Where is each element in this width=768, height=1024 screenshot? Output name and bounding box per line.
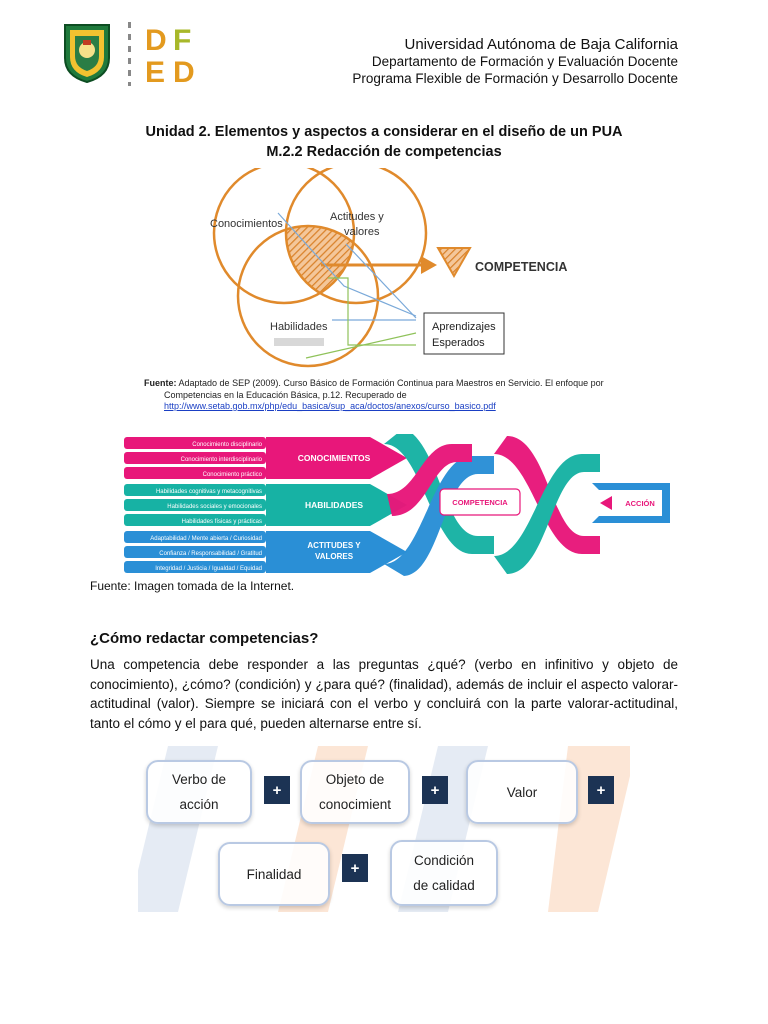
venn-circle-habilidades — [236, 224, 380, 368]
uabc-logo — [64, 24, 110, 84]
band-row-label: Confianza / Responsabilidad / Gratitud — [159, 551, 262, 557]
program-name: Programa Flexible de Formación y Desarro… — [352, 71, 678, 86]
plus-sign-3: + — [588, 776, 614, 804]
box-objeto-line2: conocimient — [318, 797, 392, 812]
page-header: D F E D Universidad Autónoma de Baja Cal… — [0, 0, 768, 100]
aprendizajes-line1: Aprendizajes — [432, 321, 496, 333]
band-row-label: Habilidades sociales y emocionales — [167, 504, 262, 510]
department-name: Departamento de Formación y Evaluación D… — [371, 54, 678, 69]
band-row-label: Adaptabilidad / Mente abierta / Curiosid… — [150, 536, 262, 542]
band-row-bar — [124, 561, 266, 573]
unit-title-line1: Unidad 2. Elementos y aspectos a conside… — [145, 124, 623, 140]
box-valor: Valor — [466, 760, 578, 824]
connector-green-2 — [305, 332, 417, 359]
plus-sign-2: + — [422, 776, 448, 804]
box-verbo-line2: acción — [179, 797, 219, 812]
venn-label-valores: valores — [344, 226, 380, 238]
band-row-bar — [124, 514, 266, 526]
competencia-venn-diagram: COMPETENCIA Conocimientos Actitudes y va… — [210, 168, 567, 368]
connector-conocimientos — [277, 212, 417, 317]
dfed-letter-d2: D — [173, 56, 195, 88]
connector-green — [328, 277, 416, 346]
band-row-bar — [124, 531, 266, 543]
source-link[interactable]: http://www.setab.gob.mx/php/edu_basica/s… — [164, 401, 496, 411]
box-verbo-line1: Verbo de — [171, 772, 227, 787]
band-label-conocimientos: CONOCIMIENTOS — [298, 453, 371, 463]
accion-arrow-icon — [600, 496, 612, 510]
plus-sign-1: + — [264, 776, 290, 804]
band-label-valores: VALORES — [315, 552, 354, 561]
box-condicion-line2: de calidad — [413, 878, 475, 893]
band-row-label: Conocimiento interdisciplinario — [181, 457, 263, 463]
dfed-logo: D F E D — [145, 24, 195, 88]
box-verbo-accion: Verbo de acción — [146, 760, 252, 824]
box-finalidad: Finalidad — [218, 842, 330, 906]
venn-label-actitudes: Actitudes y — [330, 211, 384, 223]
competencia-braid-diagram: Conocimiento disciplinario Conocimiento … — [124, 434, 670, 576]
band-row-label: Conocimiento práctico — [203, 472, 263, 478]
source-citation-2: Fuente: Imagen tomada de la Internet. — [90, 579, 295, 593]
band-row-bar — [124, 452, 266, 464]
unit-title: Unidad 2. Elementos y aspectos a conside… — [0, 122, 768, 162]
aprendizajes-box — [423, 312, 505, 355]
band-row-label: Conocimiento disciplinario — [192, 442, 262, 448]
plus-sign-4: + — [342, 854, 368, 882]
competencia-shield-icon — [436, 247, 472, 279]
band-accion-inner — [598, 490, 662, 516]
band-group-conocimientos — [266, 437, 407, 479]
source-citation-1: Fuente: Adaptado de SEP (2009). Curso Bá… — [144, 378, 624, 413]
band-competencia-label: COMPETENCIA — [452, 498, 508, 507]
box-condicion-calidad: Condición de calidad — [390, 840, 498, 906]
box-valor-label: Valor — [506, 784, 538, 800]
band-label-habilidades: HABILIDADES — [305, 500, 363, 510]
band-row-label: Integridad / Justicia / Igualdad / Equid… — [155, 566, 262, 572]
band-row-bar — [124, 499, 266, 511]
band-group-actitudes — [266, 531, 407, 573]
section-title: ¿Cómo redactar competencias? — [90, 630, 319, 647]
source-label: Fuente: — [144, 378, 177, 388]
box-objeto-conocimiento: Objeto de conocimient — [300, 760, 410, 824]
venn-circle-conocimientos — [212, 168, 356, 305]
box-condicion-line1: Condición — [413, 853, 475, 868]
venn-result-label: COMPETENCIA — [475, 260, 567, 274]
dfed-letter-d: D — [145, 24, 167, 57]
competencia-formula: Verbo de acción + Objeto de conocimient … — [138, 746, 630, 912]
source-text-2: Competencias en la Educación Básica, p.1… — [164, 389, 407, 400]
braid-strand — [387, 444, 472, 516]
source-text-1: Adaptado de SEP (2009). Curso Básico de … — [178, 378, 604, 388]
dfed-letter-e: E — [145, 56, 165, 88]
box-finalidad-label: Finalidad — [246, 866, 302, 882]
venn-arrow-head — [421, 256, 437, 274]
box-objeto-line1: Objeto de — [325, 772, 385, 787]
band-competencia-pill — [439, 488, 521, 516]
university-name: Universidad Autónoma de Baja California — [404, 36, 679, 53]
section-paragraph: Una competencia debe responder a las pre… — [90, 657, 678, 731]
venn-label-conocimientos: Conocimientos — [210, 218, 283, 230]
braid-strand — [384, 456, 494, 576]
blurred-text-block — [274, 338, 324, 346]
venn-circle-actitudes — [284, 168, 428, 305]
dfed-letter-f: F — [173, 24, 191, 57]
band-accion-label: ACCIÓN — [625, 499, 655, 508]
logo-divider — [128, 22, 131, 86]
band-row-bar — [124, 467, 266, 479]
institution-block: Universidad Autónoma de Baja California … — [352, 36, 678, 87]
band-row-bar — [124, 546, 266, 558]
venn-label-habilidades: Habilidades — [270, 321, 328, 333]
band-row-label: Habilidades físicas y prácticas — [182, 519, 262, 525]
connector-actitudes — [345, 243, 417, 319]
band-label-actitudes: ACTITUDES Y — [307, 541, 361, 550]
unit-title-line2: M.2.2 Redacción de competencias — [266, 144, 502, 160]
band-row-bar — [124, 437, 266, 449]
band-row-bar — [124, 484, 266, 496]
braid-strand — [494, 454, 600, 574]
band-row-label: Habilidades cognitivas y metacognitivas — [156, 489, 262, 495]
aprendizajes-line2: Esperados — [432, 337, 485, 349]
band-group-habilidades — [266, 484, 407, 526]
